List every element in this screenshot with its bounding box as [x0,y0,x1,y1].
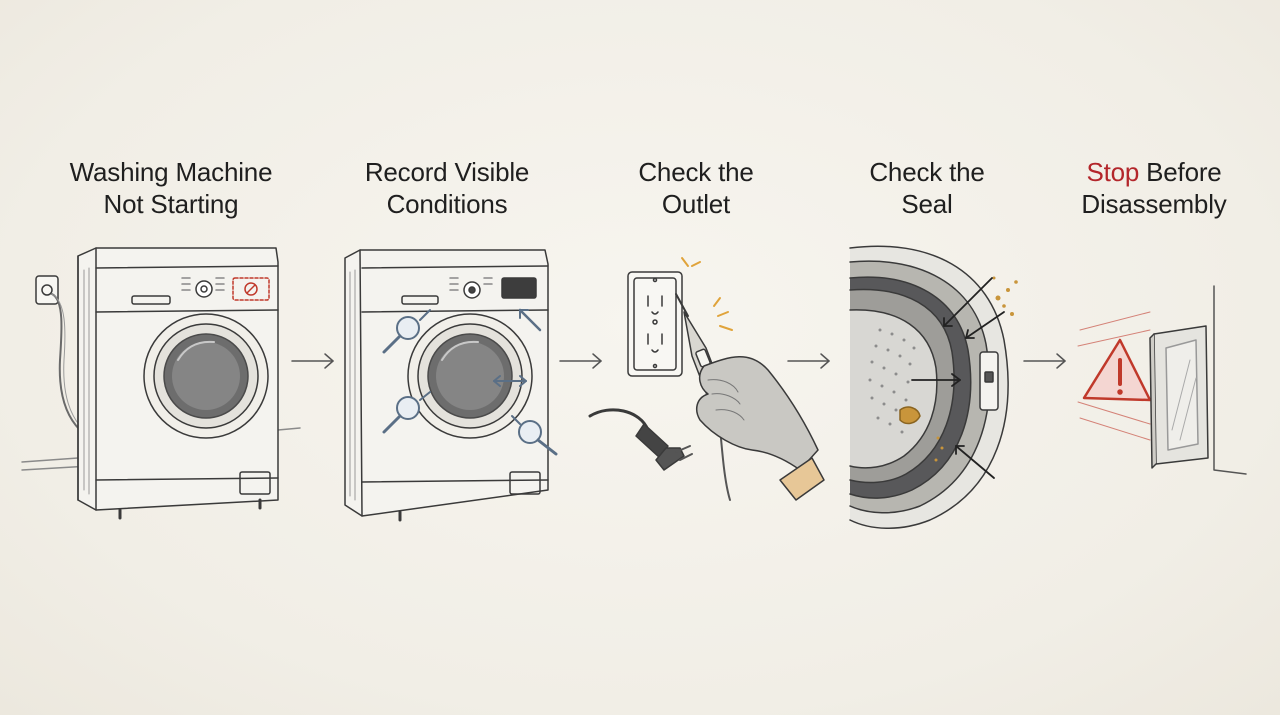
step-3-title-line2: Outlet [661,189,731,219]
step-5-title-accent: Stop [1086,157,1140,187]
step-5-title-rest: Before [1139,157,1222,187]
arrow-right-icon [1023,353,1066,369]
step-4-title-line2: Seal [901,189,953,219]
step-1-title-line2: Not Starting [103,189,239,219]
washing-machine-icon [21,247,301,520]
washing-machine-inspection-icon [344,249,558,522]
step-3-title: Check the Outlet [576,156,816,220]
glove-icon [695,356,825,501]
door-panel-icon [1149,285,1247,475]
outlet-icon [627,257,733,377]
warning-triangle-icon [1077,311,1152,441]
plug-icon [588,408,693,471]
step-2-title-line2: Conditions [386,189,508,219]
arrow-right-icon [291,353,334,369]
door-seal-icon [849,245,1018,529]
step-4-title-line1: Check the [869,157,985,187]
step-1-title: Washing Machine Not Starting [51,156,291,220]
step-5-title-line2: Disassembly [1081,189,1227,219]
step-4-title: Check the Seal [807,156,1047,220]
step-5-title-line1: Stop Before [1034,156,1274,188]
arrow-right-icon [787,353,830,369]
step-3-title-line1: Check the [638,157,754,187]
step-2-title: Record Visible Conditions [327,156,567,220]
step-5-title: Stop Before Disassembly [1034,156,1274,220]
step-1-title-line1: Washing Machine [69,157,273,187]
step-2-title-line1: Record Visible [364,157,530,187]
arrow-right-icon [559,353,602,369]
